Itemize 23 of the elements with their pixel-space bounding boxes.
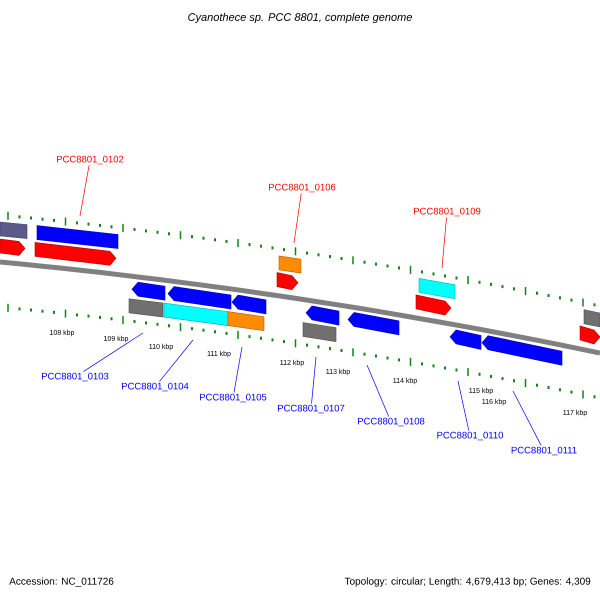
leader-line (294, 193, 302, 244)
leader-line (234, 346, 242, 393)
title: Cyanothece sp. PCC 8801, complete genome (188, 12, 412, 24)
leader-line (159, 340, 194, 382)
gene-label: PCC8801_0102 (56, 156, 124, 164)
accession-text: Accession: NC_011726 (9, 577, 114, 587)
leader-line (366, 364, 390, 417)
gene-label: PCC8801_0110 (437, 432, 504, 440)
leader-line (512, 390, 542, 446)
gene-label: PCC8801_0105 (200, 394, 266, 402)
leader-line (442, 217, 447, 268)
leader-line (311, 356, 316, 404)
gene-label: PCC8801_0109 (414, 208, 480, 216)
gene-label: PCC8801_0103 (42, 372, 108, 382)
gene-label: PCC8801_0106 (268, 184, 336, 192)
leader-line (83, 332, 144, 372)
leader-line (80, 165, 90, 216)
gene-label: PCC8801_0107 (278, 404, 344, 414)
gene-label: PCC8801_0108 (358, 418, 424, 426)
leader-line (458, 380, 470, 431)
gene-label: PCC8801_0104 (122, 382, 188, 392)
gene-label: PCC8801_0111 (512, 446, 577, 456)
genome-info-text: Topology: circular; Length: 4,679,413 bp; Genes: 4,309 (344, 577, 590, 587)
